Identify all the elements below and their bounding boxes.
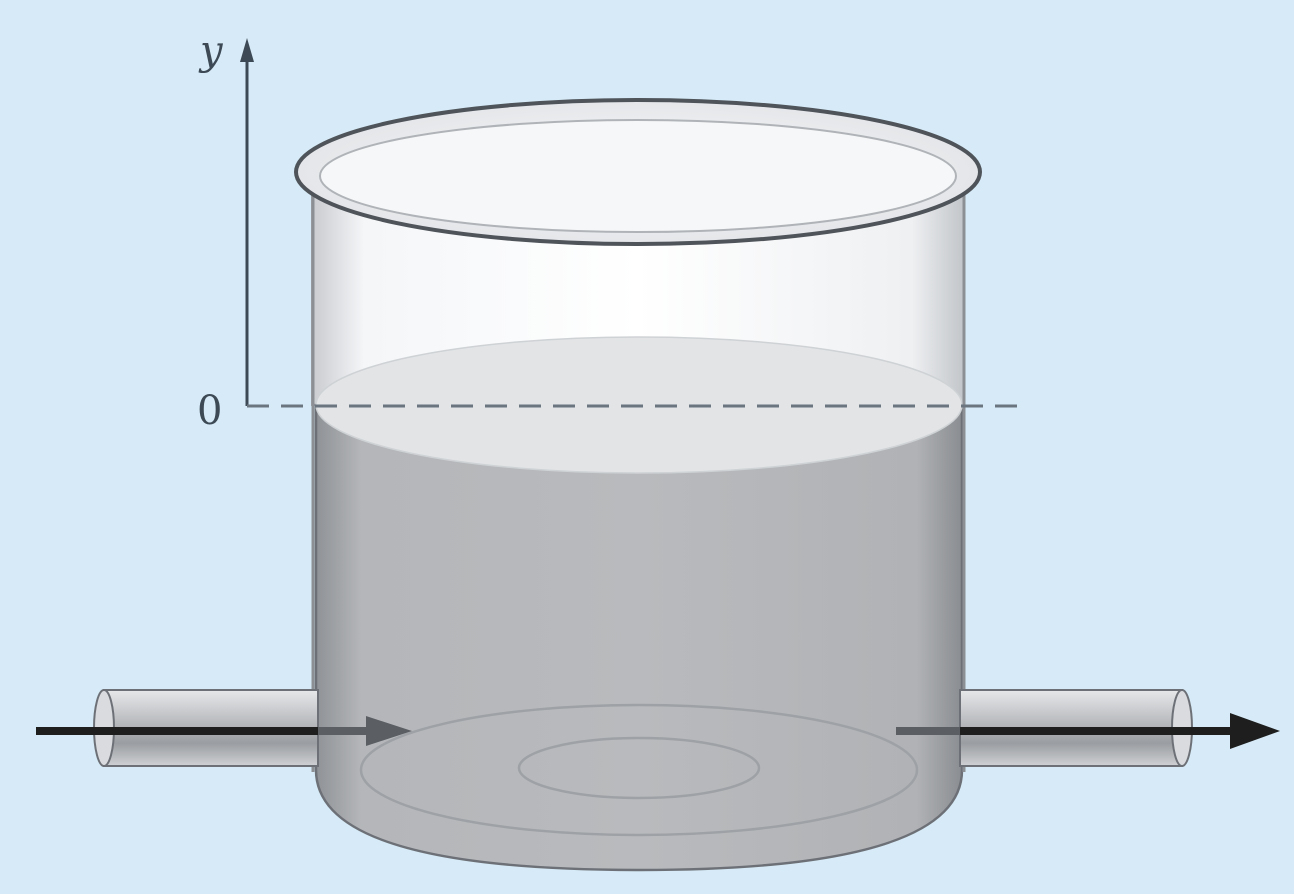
tank	[294, 98, 982, 872]
liquid-body	[314, 403, 964, 872]
outlet-pipe	[896, 689, 1280, 767]
tank-bottom-outer	[359, 703, 919, 837]
inlet-pipe	[36, 689, 412, 767]
tank-rim-inner	[319, 119, 957, 233]
inlet-arrow-head	[366, 716, 412, 746]
tank-bottom-inner	[517, 736, 761, 800]
outlet-arrow-head	[1230, 713, 1280, 749]
y-axis-label: y	[198, 28, 224, 74]
y-axis-arrowhead	[240, 38, 254, 62]
y-axis: y	[198, 28, 254, 406]
zero-level: 0	[197, 388, 1028, 434]
zero-label: 0	[197, 388, 222, 434]
